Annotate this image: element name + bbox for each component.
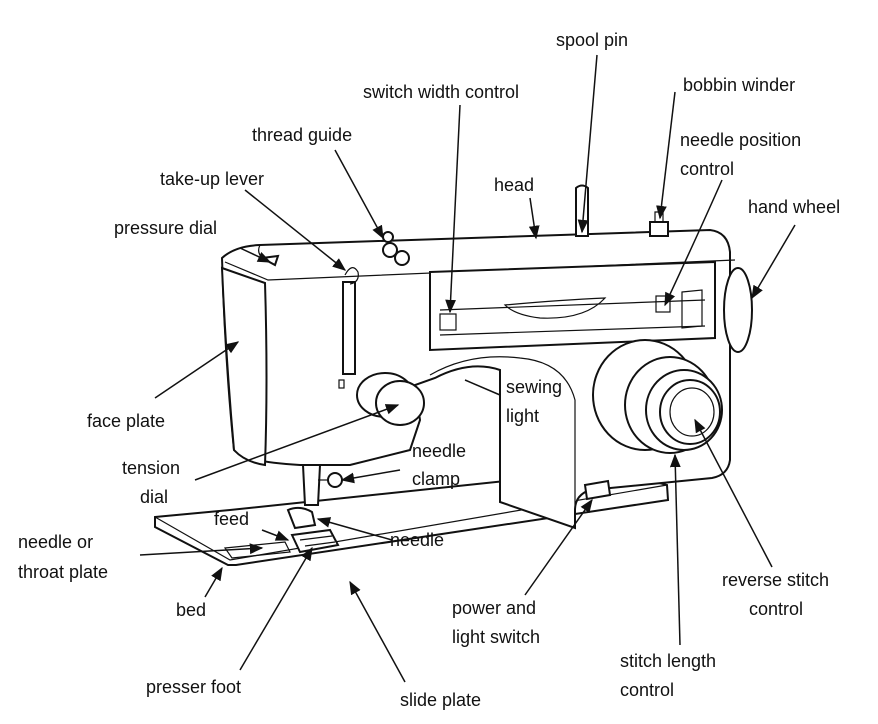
power-switch-shape [583, 479, 612, 501]
label-slide-plate: slide plate [400, 690, 481, 710]
reverse-stitch-knob-shape [659, 379, 721, 445]
take-up-lever-leader [244, 189, 347, 271]
face-plate-leader [154, 341, 240, 399]
control-panel-window [429, 260, 716, 352]
labels: spool pin bobbin winder switch width con… [18, 30, 840, 710]
needle-leader [316, 517, 393, 541]
bobbin-winder-leader [656, 91, 676, 220]
label-power-and-light-switch-line1: power and [452, 598, 536, 618]
presser-foot-shape [290, 528, 340, 554]
label-tension-dial-line2: dial [140, 487, 168, 507]
label-needle-position-control-line1: needle position [680, 130, 801, 150]
label-power-and-light-switch-line2: light switch [452, 627, 540, 647]
label-stitch-length-control-line2: control [620, 680, 674, 700]
label-reverse-stitch-control-line1: reverse stitch [722, 570, 829, 590]
sewing-light-leader [464, 379, 501, 396]
label-face-plate: face plate [87, 411, 165, 431]
needle-position-control-leader [664, 179, 723, 307]
pressure-dial-leader [239, 247, 272, 263]
label-needle: needle [390, 530, 444, 550]
needle-clamp-leader [340, 469, 401, 484]
presser-foot-leader [239, 546, 313, 671]
label-needle-clamp-line1: needle [412, 441, 466, 461]
feed-leader [261, 529, 290, 541]
bed-leader [204, 566, 223, 598]
stitch-length-control-leader [669, 453, 681, 646]
tension-dial-leader [194, 404, 400, 481]
label-tension-dial-line1: tension [122, 458, 180, 478]
label-thread-guide: thread guide [252, 125, 352, 145]
face-plate-shape [220, 266, 268, 467]
label-reverse-stitch-control-line2: control [749, 599, 803, 619]
label-needle-clamp-line2: clamp [412, 469, 460, 489]
label-presser-foot: presser foot [146, 677, 241, 697]
label-needle-or-throat-plate-line1: needle or [18, 532, 93, 552]
slide-plate-leader [349, 580, 406, 683]
label-stitch-length-control-line1: stitch length [620, 651, 716, 671]
label-needle-or-throat-plate-line2: throat plate [18, 562, 108, 582]
thread-guide-leader [334, 149, 384, 240]
label-sewing-light-line1: sewing [506, 377, 562, 397]
leader-lines [139, 54, 796, 683]
sewing-machine-drawing [154, 184, 753, 566]
hand-wheel-leader [751, 224, 796, 300]
spool-pin-leader [577, 54, 598, 234]
tension-dial-shape [375, 380, 425, 426]
label-switch-width-control: switch width control [363, 82, 519, 102]
switch-width-control-leader [445, 104, 461, 314]
label-take-up-lever: take-up lever [160, 169, 264, 189]
label-bobbin-winder: bobbin winder [683, 75, 795, 95]
label-hand-wheel: hand wheel [748, 197, 840, 217]
head-leader [528, 197, 540, 240]
label-needle-position-control-line2: control [680, 159, 734, 179]
label-sewing-light-line2: light [506, 406, 539, 426]
hand-wheel-shape [723, 267, 753, 353]
label-spool-pin: spool pin [556, 30, 628, 50]
power-and-light-switch-leader [524, 498, 593, 596]
take-up-lever-shape [342, 281, 356, 375]
label-pressure-dial: pressure dial [114, 218, 217, 238]
label-feed: feed [214, 509, 249, 529]
reverse-stitch-control-leader [694, 418, 773, 568]
label-bed: bed [176, 600, 206, 620]
needle-or-throat-plate-leader [139, 543, 264, 556]
label-head: head [494, 175, 534, 195]
